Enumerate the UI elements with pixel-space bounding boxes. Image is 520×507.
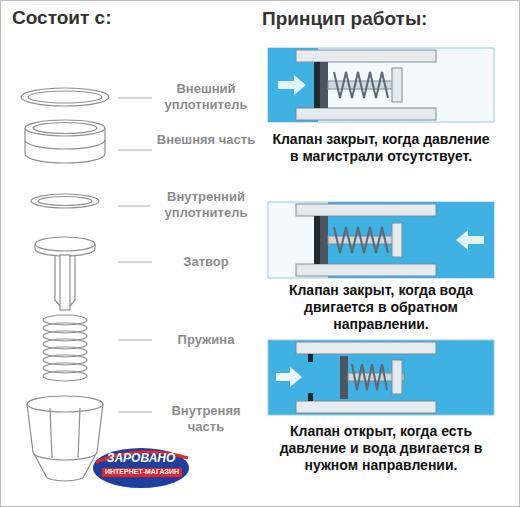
seal: [308, 354, 313, 362]
outer-part-hole: [33, 123, 97, 134]
panel-frame: [268, 202, 494, 278]
gate-stem: [60, 255, 70, 310]
valve-panel: [268, 340, 494, 415]
gate-disk: [35, 237, 95, 251]
part-label: Внутренний уплотнитель: [148, 189, 264, 220]
spring: [334, 72, 388, 98]
seal: [314, 62, 320, 108]
parts: [21, 88, 109, 481]
valve-disk: [320, 62, 328, 108]
housing: [296, 401, 436, 413]
heading: Принцип работы:: [262, 8, 517, 31]
outer-part-top: [25, 120, 105, 136]
leader-line: [118, 150, 152, 151]
housing: [296, 204, 436, 216]
gate-fins: [55, 256, 75, 306]
part-label: Внешняя часть: [156, 132, 256, 148]
spring: [352, 364, 387, 390]
spring: [43, 315, 87, 381]
valve-stem: [328, 81, 400, 89]
outer-seal: [21, 88, 109, 106]
housing: [296, 342, 436, 354]
leader-line: [118, 262, 152, 263]
panel-frame: [268, 340, 494, 415]
seal: [314, 216, 320, 264]
caption: Клапан открыт, когда есть давление и вод…: [262, 423, 500, 473]
cage-bottom: [33, 452, 97, 481]
spring-coil: [43, 371, 87, 381]
part-label: Затвор: [156, 254, 256, 270]
valve-disk: [340, 356, 348, 399]
cage: [392, 223, 402, 257]
leader-line: [118, 206, 150, 207]
cage-top: [27, 396, 103, 412]
caption: Клапан закрыт, когда вода двигается в об…: [268, 282, 494, 332]
valve-panel: [268, 48, 494, 122]
spring: [334, 227, 388, 253]
flow-arrow: [456, 230, 484, 250]
housing: [296, 264, 436, 276]
inner-seal-inner: [38, 197, 92, 206]
part-label: Внутреняя часть: [156, 403, 256, 434]
housing: [296, 108, 436, 120]
part-label: Внешний уплотнитель: [156, 81, 256, 112]
leader-line: [118, 340, 152, 341]
cage: [392, 68, 402, 102]
seal: [308, 393, 313, 401]
panel-frame: [268, 48, 494, 122]
valve-stem: [328, 236, 400, 244]
leader-line: [118, 412, 152, 413]
valve-disk: [320, 216, 328, 264]
heading: Состоит с:: [12, 7, 242, 30]
logo-text: ЗАРОВАНО: [93, 451, 189, 465]
logo: [93, 448, 189, 488]
inner-seal: [31, 194, 99, 208]
logo-text: ИНТЕРНЕТ-МАГАЗИН: [100, 468, 184, 476]
leader-lines: [118, 98, 152, 412]
logo-badge: [93, 448, 189, 488]
housing: [296, 50, 436, 62]
cage: [392, 360, 402, 394]
caption: Клапан закрыт, когда давление в магистра…: [268, 131, 494, 165]
valve-panel: [268, 202, 494, 278]
outer-seal-inner: [28, 91, 102, 103]
outer-part-band: [25, 140, 105, 149]
flow-arrow: [276, 367, 302, 387]
part-label: Пружина: [156, 332, 256, 348]
leader-line: [118, 98, 152, 99]
flow-arrow: [278, 75, 306, 95]
